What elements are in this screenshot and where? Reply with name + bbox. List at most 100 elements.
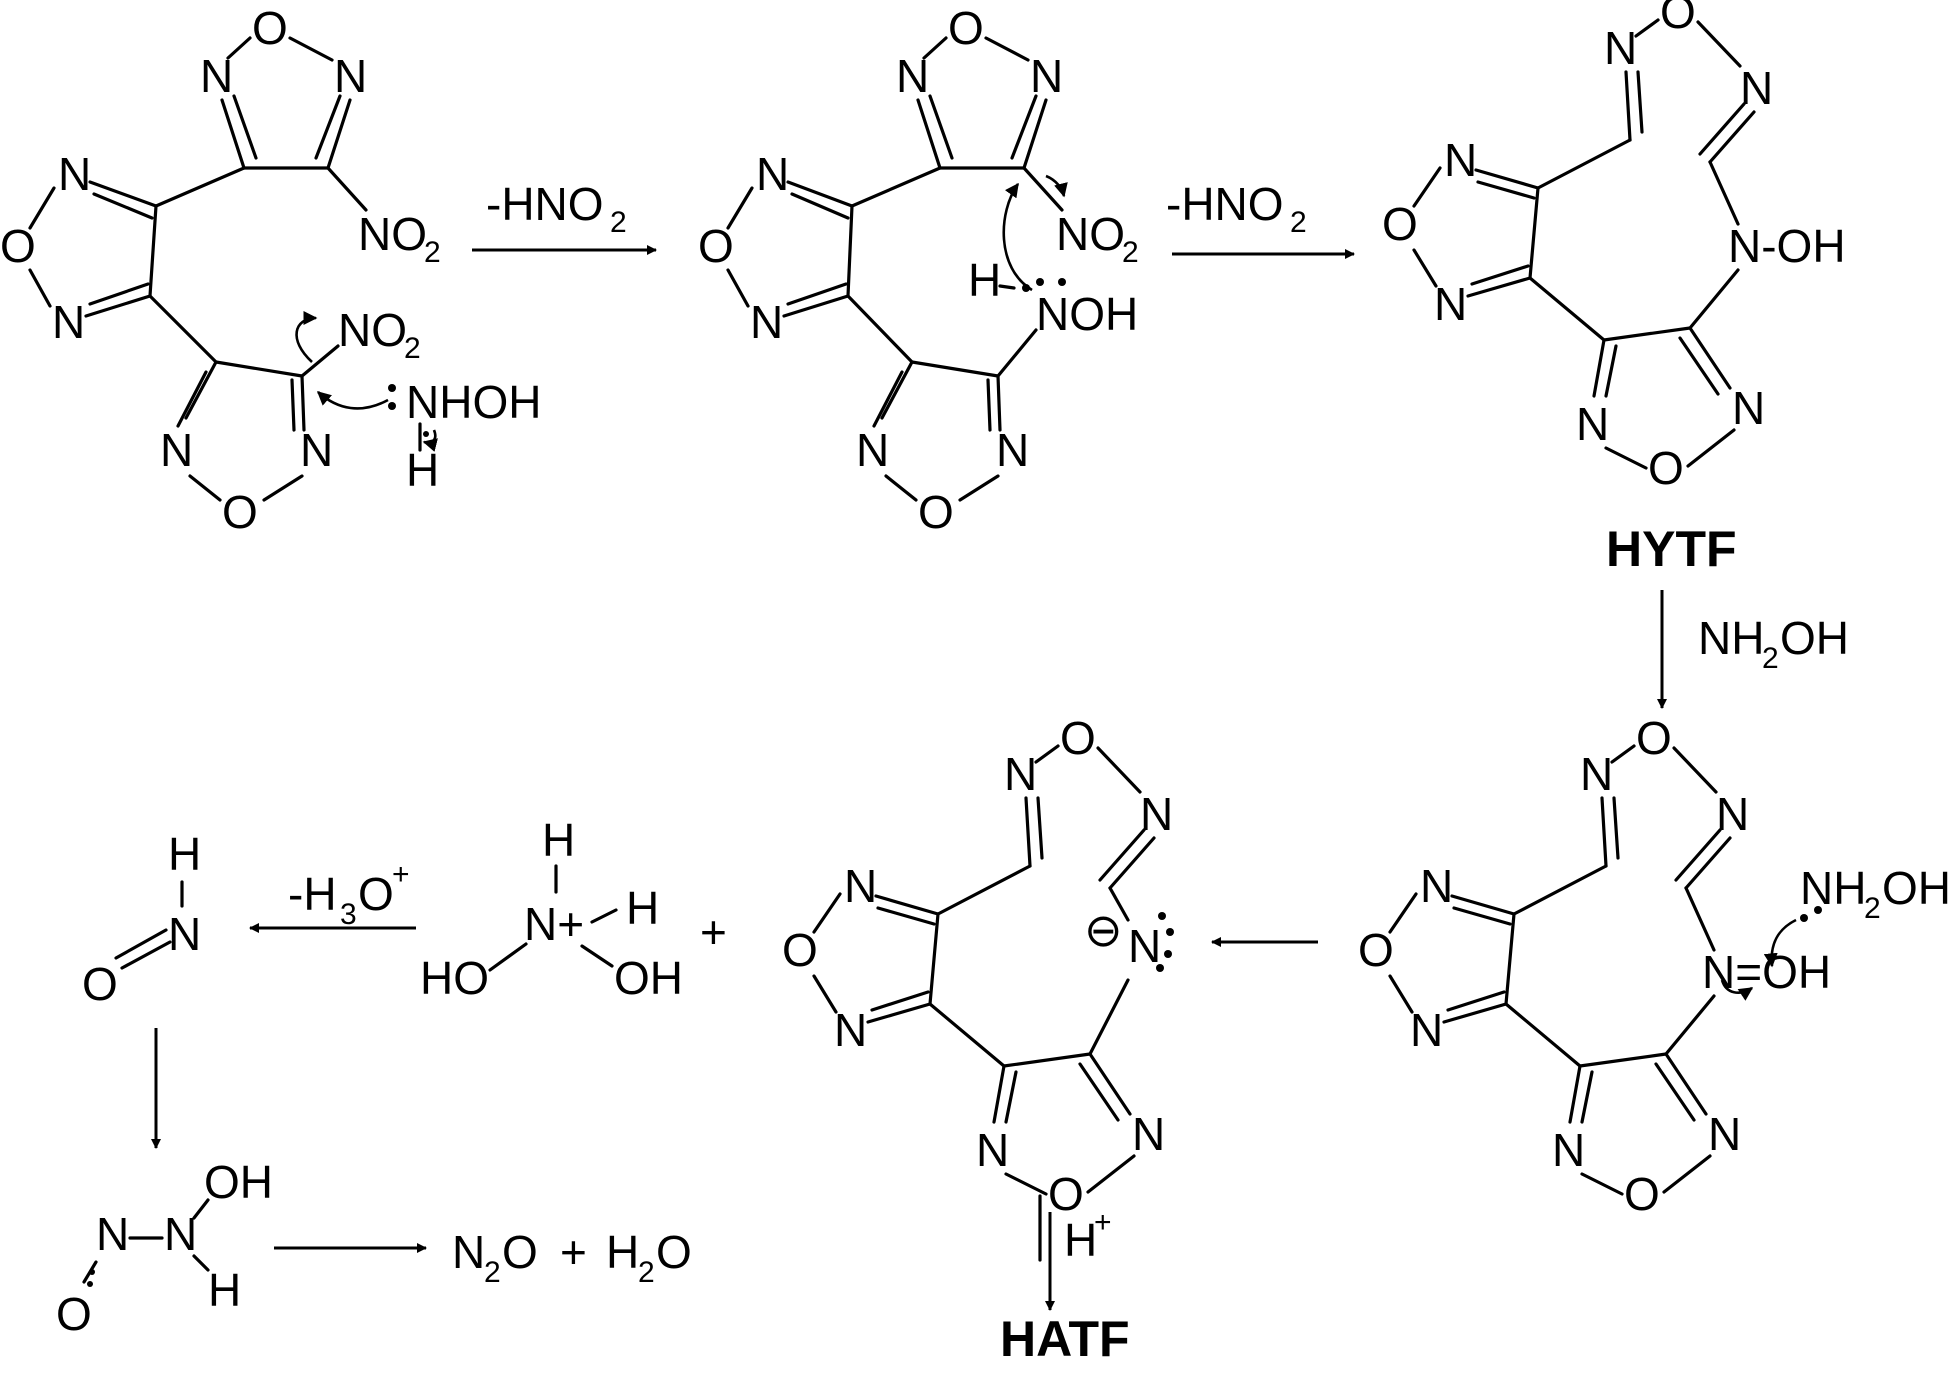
atom-o: O [1048, 1168, 1084, 1220]
atom-o: O [1648, 442, 1684, 494]
reagent-step1: -HNO [486, 178, 604, 230]
atom-n: N [996, 424, 1029, 476]
atom-n: N [976, 1124, 1009, 1176]
hydroxyl-left: HO [420, 952, 489, 1004]
atom-n: N [1716, 788, 1749, 840]
reagent-nh2oh-subscript: 2 [1762, 642, 1779, 675]
atom-n: N [1004, 748, 1037, 800]
atom-o: O [56, 1288, 92, 1340]
molecule-start: N O N NO 2 N O N N O N [0, 2, 541, 538]
atom-n: N [52, 296, 85, 348]
reagent-proton-charge: + [1094, 1206, 1112, 1239]
atom-n: N [1420, 860, 1453, 912]
reagent-nh2oh-attack-tail: OH [1882, 862, 1951, 914]
atom-n: N [58, 148, 91, 200]
atom-n: N [844, 860, 877, 912]
atom-n: N [1708, 1108, 1741, 1160]
minus-charge: ⊖ [1084, 904, 1123, 956]
arrow-step5: -H 3 O + [249, 858, 416, 933]
atom-o: O [1660, 0, 1696, 38]
atom-n: N [1604, 22, 1637, 74]
atom-h: H [968, 254, 1001, 306]
reagent-nh2oh-attack: NH [1800, 862, 1866, 914]
water-subscript: 2 [638, 1256, 655, 1289]
molecule-anion: N O N N O N N ⊖ N O N [782, 712, 1174, 1367]
nitro-subscript: 2 [424, 236, 441, 269]
nitro-group: NO [1056, 208, 1125, 260]
reagent-h3o-charge: + [392, 858, 410, 891]
noh-group: NOH [1036, 288, 1138, 340]
reagent-step2-subscript: 2 [1290, 206, 1307, 239]
plus-sign: + [700, 906, 727, 958]
charged-nitrogen: N+ [524, 898, 584, 950]
reagent-h3o-tail: O [358, 868, 394, 920]
atom-n: N [164, 1208, 197, 1260]
atom-n: N [834, 1004, 867, 1056]
reagent-step2: -HNO [1166, 178, 1284, 230]
atom-o: O [82, 958, 118, 1010]
hyponitrous-acid: N N OH H O [56, 1156, 273, 1340]
reagent-nh2oh-attack-subscript: 2 [1864, 892, 1881, 925]
atom-h: H [168, 828, 201, 880]
atom-n: N [1444, 134, 1477, 186]
atom-n: N [1030, 50, 1063, 102]
hydroxyl-group: OH [204, 1156, 273, 1208]
atom-n: N [1132, 1108, 1165, 1160]
arrow-step3: NH 2 OH [1657, 590, 1849, 709]
atom-o: O [782, 924, 818, 976]
n-oh-group: N-OH [1728, 220, 1846, 272]
atom-n: N [334, 50, 367, 102]
protonated-hydroxylamine: H N+ H HO OH [420, 814, 683, 1004]
reagent-step1-subscript: 2 [610, 206, 627, 239]
atom-n: N [756, 148, 789, 200]
atom-n: N [160, 424, 193, 476]
atom-h: H [626, 882, 659, 934]
hatf-label: HATF [1000, 1311, 1130, 1367]
atom-o: O [1382, 198, 1418, 250]
arrow-step1: -HNO 2 [472, 178, 657, 255]
molecule-intermediate: N O N NO 2 N O N N O N [698, 2, 1139, 538]
nitrous-oxide-tail: O [502, 1226, 538, 1278]
plus-sign: + [560, 1226, 587, 1278]
atom-n: N [1140, 788, 1173, 840]
atom-n: N [1410, 1004, 1443, 1056]
atom-n: N [1552, 1124, 1585, 1176]
atom-n: N [168, 908, 201, 960]
atom-o: O [252, 2, 288, 54]
anionic-nitrogen: N [1128, 920, 1161, 972]
atom-h: H [208, 1264, 241, 1316]
arrow-step2: -HNO 2 [1166, 178, 1355, 259]
nitroxyl: H N O [82, 828, 201, 1010]
hytf-label: HYTF [1606, 521, 1737, 577]
nitro-group: NO [338, 304, 407, 356]
nitrous-oxide-subscript: 2 [484, 1256, 501, 1289]
nitro-subscript: 2 [1122, 236, 1139, 269]
water-tail: O [656, 1226, 692, 1278]
reagent-nh2oh-tail: OH [1780, 612, 1849, 664]
atom-h: H [406, 444, 439, 496]
atom-n: N [1434, 278, 1467, 330]
products: N 2 O + H 2 O [452, 1226, 692, 1289]
reagent-proton: H [1064, 1214, 1097, 1266]
atom-n: N [1576, 398, 1609, 450]
nitro-group: NO [358, 208, 427, 260]
atom-n: N [1740, 62, 1773, 114]
water: H [606, 1226, 639, 1278]
molecule-hytf-activated: N O N N O N N=OH N O N NH 2 [1358, 712, 1951, 1220]
hydroxylamine-label: NHOH [406, 376, 541, 428]
atom-n: N [750, 296, 783, 348]
nitrous-oxide: N [452, 1226, 485, 1278]
reagent-h3o-subscript: 3 [340, 898, 357, 931]
molecule-hytf: N O N N O N N-OH N O N HY [1382, 0, 1846, 577]
atom-n: N [1580, 748, 1613, 800]
atom-n: N [300, 424, 333, 476]
atom-n: N [856, 424, 889, 476]
reagent-nh2oh: NH [1698, 612, 1764, 664]
atom-o: O [948, 2, 984, 54]
reagent-h3o: -H [288, 868, 337, 920]
atom-o: O [1060, 712, 1096, 764]
atom-o: O [1358, 924, 1394, 976]
atom-n: N [1732, 382, 1765, 434]
nitro-subscript: 2 [404, 332, 421, 365]
